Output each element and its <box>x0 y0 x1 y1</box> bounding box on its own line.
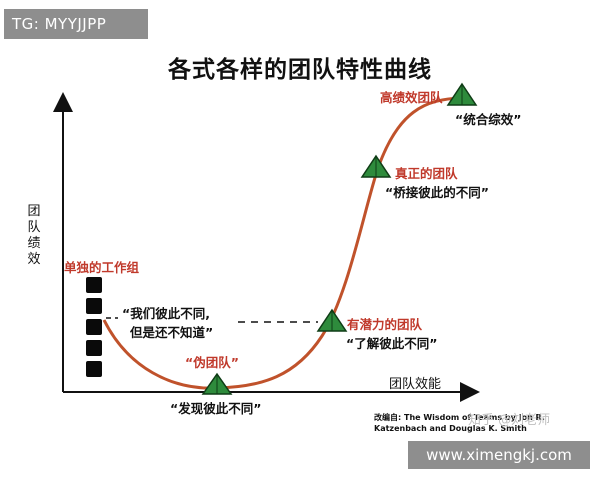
website-watermark: www.ximengkj.com <box>408 441 590 469</box>
x-axis-label: 团队效能 <box>389 377 442 392</box>
member-square <box>86 340 102 356</box>
triangle-real-team <box>360 154 392 178</box>
member-square <box>86 277 102 293</box>
member-square <box>86 298 102 314</box>
y-axis-label: 团队绩效 <box>27 204 41 267</box>
tg-watermark: TG: MYYJJPP <box>4 9 148 39</box>
triangle-pseudo-team <box>201 372 233 395</box>
triangle-potential-team <box>316 308 348 332</box>
real-team-name: 真正的团队 <box>395 166 458 181</box>
source-note-line1: 改编自: The Wisdom of Teams by Jon R. <box>374 413 545 422</box>
diagram-title: 各式各样的团队特性曲线 <box>168 57 432 83</box>
member-square <box>86 361 102 377</box>
potential-team-name: 有潜力的团队 <box>347 317 423 332</box>
pseudo-team-name: “伪团队” <box>185 355 239 370</box>
triangle-high-performance-team <box>446 82 478 106</box>
pseudo-team-quote: “发现彼此不同” <box>170 401 262 416</box>
working-group-quote-line1: “我们彼此不同, <box>122 306 210 321</box>
high-performance-team-name: 高绩效团队 <box>380 90 443 105</box>
source-note-line2: Katzenbach and Douglas K. Smith <box>374 424 527 433</box>
real-team-quote: “桥接彼此的不同” <box>385 185 489 200</box>
zhihu-watermark: 知乎 @刘老师 <box>468 413 551 428</box>
high-performance-team-quote: “统合综效” <box>455 112 522 127</box>
member-square <box>86 319 102 335</box>
working-group-name: 单独的工作组 <box>64 260 140 275</box>
working-group-quote-line2: 但是还不知道” <box>130 325 214 340</box>
potential-team-quote: “了解彼此不同” <box>346 336 438 351</box>
performance-curve <box>102 96 463 390</box>
